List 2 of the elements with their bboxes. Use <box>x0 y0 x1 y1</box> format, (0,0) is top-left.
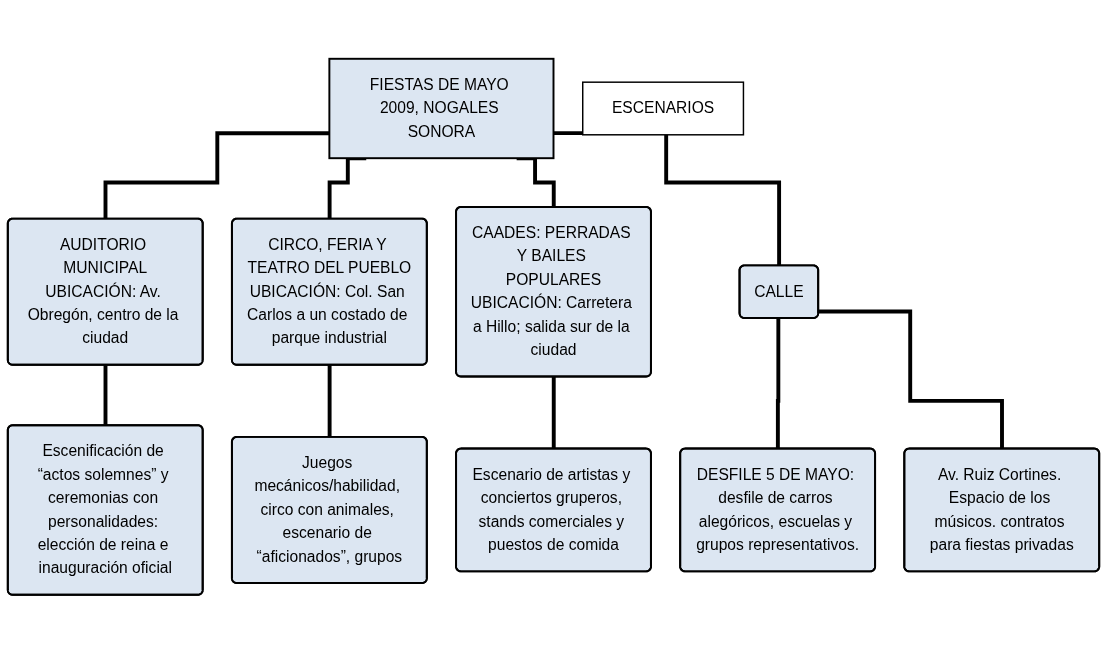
node-box: ESCENARIOS <box>582 81 745 136</box>
node-box: FIESTAS DE MAYO 2009, NOGALES SONORA <box>328 57 555 159</box>
